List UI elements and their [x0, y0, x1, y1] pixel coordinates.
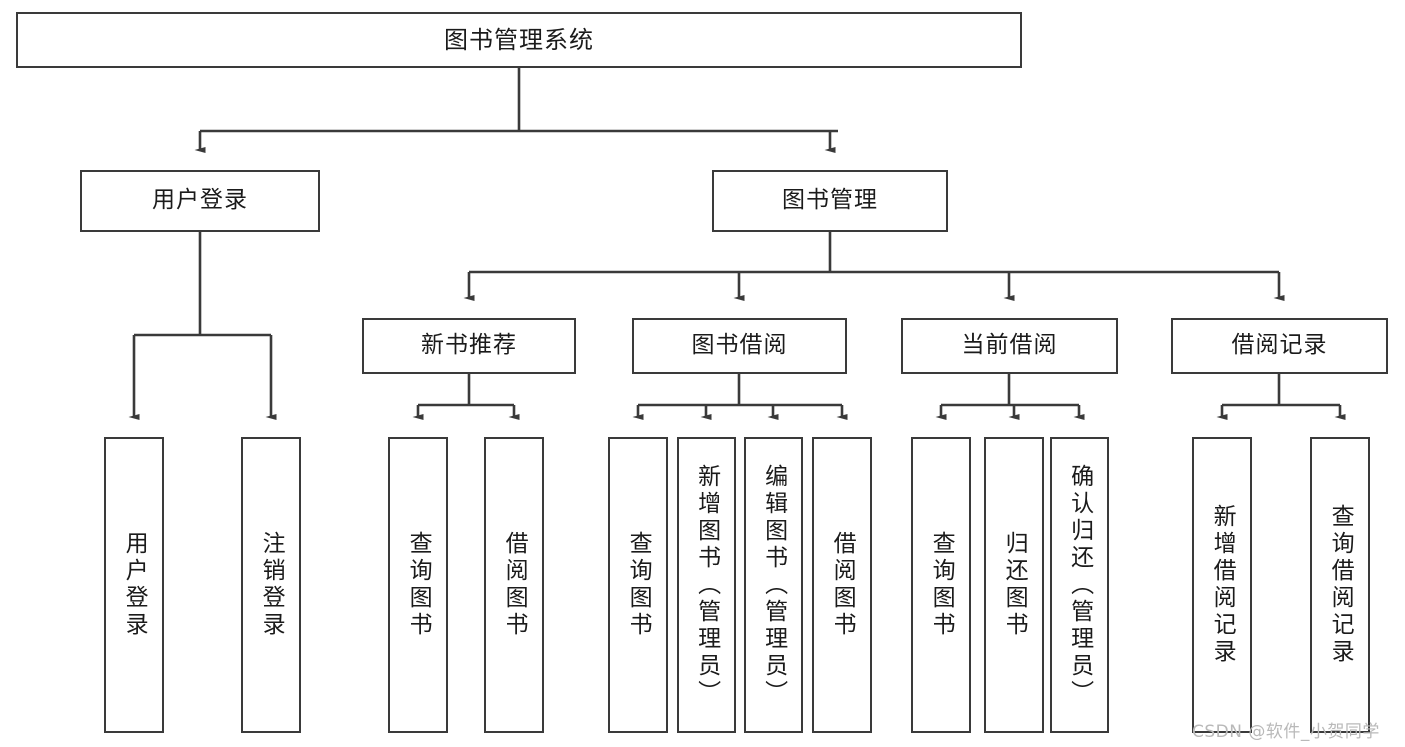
node-leaf-user-logout-label: 注销登录	[258, 531, 285, 639]
node-leaf-query-record[interactable]: 查询借阅记录	[1310, 437, 1370, 733]
node-leaf-add-book[interactable]: 新增图书（管理员）	[677, 437, 736, 733]
node-leaf-query-book-1-label: 查询图书	[405, 531, 432, 639]
node-leaf-borrow-book-1[interactable]: 借阅图书	[484, 437, 544, 733]
node-book-borrow-label: 图书借阅	[691, 332, 788, 359]
node-new-book-recommend[interactable]: 新书推荐	[362, 318, 576, 374]
node-leaf-borrow-book-2[interactable]: 借阅图书	[812, 437, 872, 733]
node-leaf-return-book[interactable]: 归还图书	[984, 437, 1044, 733]
node-borrow-record[interactable]: 借阅记录	[1171, 318, 1388, 374]
node-leaf-query-book-3[interactable]: 查询图书	[911, 437, 971, 733]
node-leaf-confirm-return[interactable]: 确认归还（管理员）	[1050, 437, 1109, 733]
node-leaf-confirm-return-label: 确认归还（管理员）	[1066, 463, 1093, 707]
node-leaf-add-record-label: 新增借阅记录	[1209, 504, 1236, 666]
node-root[interactable]: 图书管理系统	[16, 12, 1022, 68]
node-leaf-query-book-1[interactable]: 查询图书	[388, 437, 448, 733]
node-current-borrow-label: 当前借阅	[961, 332, 1058, 359]
node-borrow-record-label: 借阅记录	[1231, 332, 1328, 359]
node-user-login[interactable]: 用户登录	[80, 170, 320, 232]
node-leaf-edit-book[interactable]: 编辑图书（管理员）	[744, 437, 803, 733]
node-current-borrow[interactable]: 当前借阅	[901, 318, 1118, 374]
node-leaf-borrow-book-1-label: 借阅图书	[501, 531, 528, 639]
node-leaf-borrow-book-2-label: 借阅图书	[829, 531, 856, 639]
node-leaf-add-book-label: 新增图书（管理员）	[693, 463, 720, 707]
node-book-manage-label: 图书管理	[782, 187, 878, 214]
node-leaf-query-book-2-label: 查询图书	[625, 531, 652, 639]
node-user-login-label: 用户登录	[152, 187, 248, 214]
csdn-watermark: CSDN @软件_小贺同学	[1192, 722, 1380, 742]
node-leaf-query-record-label: 查询借阅记录	[1327, 504, 1354, 666]
node-leaf-user-logout[interactable]: 注销登录	[241, 437, 301, 733]
node-leaf-query-book-3-label: 查询图书	[928, 531, 955, 639]
node-leaf-return-book-label: 归还图书	[1001, 531, 1028, 639]
node-leaf-add-record[interactable]: 新增借阅记录	[1192, 437, 1252, 733]
node-root-label: 图书管理系统	[444, 25, 594, 54]
node-leaf-query-book-2[interactable]: 查询图书	[608, 437, 668, 733]
node-leaf-user-login[interactable]: 用户登录	[104, 437, 164, 733]
node-new-book-recommend-label: 新书推荐	[421, 332, 517, 359]
node-leaf-user-login-label: 用户登录	[121, 531, 148, 639]
node-leaf-edit-book-label: 编辑图书（管理员）	[760, 463, 787, 707]
node-book-manage[interactable]: 图书管理	[712, 170, 948, 232]
node-book-borrow[interactable]: 图书借阅	[632, 318, 847, 374]
